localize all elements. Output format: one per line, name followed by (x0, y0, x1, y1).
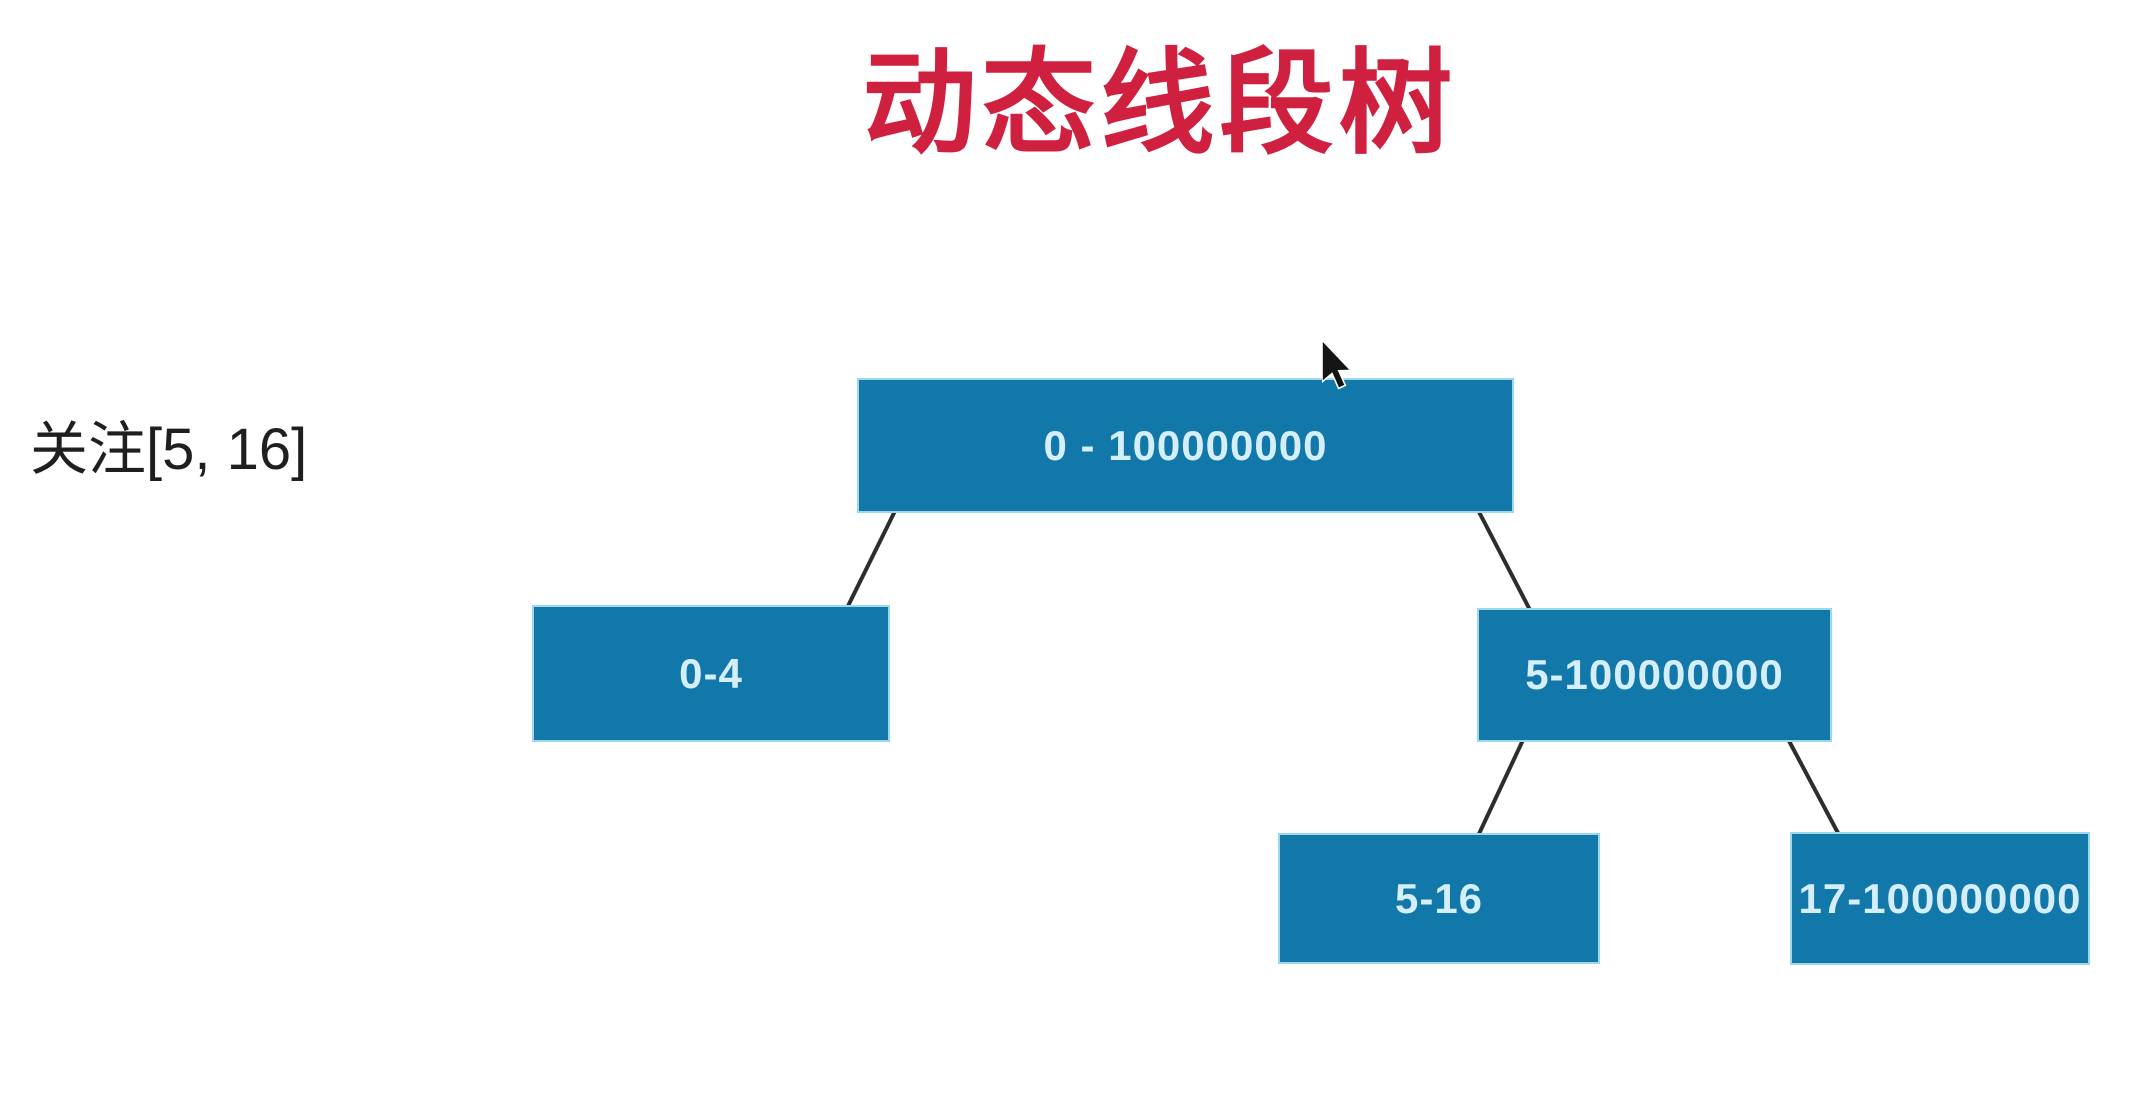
tree-edge-right-right-right (1786, 737, 1840, 835)
tree-node-right-right[interactable]: 17-100000000 (1790, 832, 2090, 965)
tree-node-label: 5-16 (1394, 874, 1484, 922)
tree-node-label: 5-100000000 (1525, 651, 1784, 698)
mouse-cursor-icon (1322, 340, 1353, 390)
tree-edge-root-left (846, 509, 897, 608)
tree-node-label: 0-4 (679, 649, 743, 697)
tree-node-right-left[interactable]: 5-16 (1278, 833, 1600, 964)
page-title: 动态线段树 (862, 41, 1458, 168)
tree-node-right[interactable]: 5-100000000 (1477, 608, 1832, 742)
tree-edge-root-right (1476, 508, 1532, 612)
focus-annotation: 关注[5, 16] (30, 417, 308, 482)
tree-node-left[interactable]: 0-4 (532, 605, 890, 742)
tree-node-label: 0 - 100000000 (1043, 421, 1328, 469)
tree-edge-right-right-left (1476, 738, 1525, 838)
tree-node-label: 17-100000000 (1798, 874, 2082, 922)
tree-node-root[interactable]: 0 - 100000000 (857, 378, 1514, 513)
